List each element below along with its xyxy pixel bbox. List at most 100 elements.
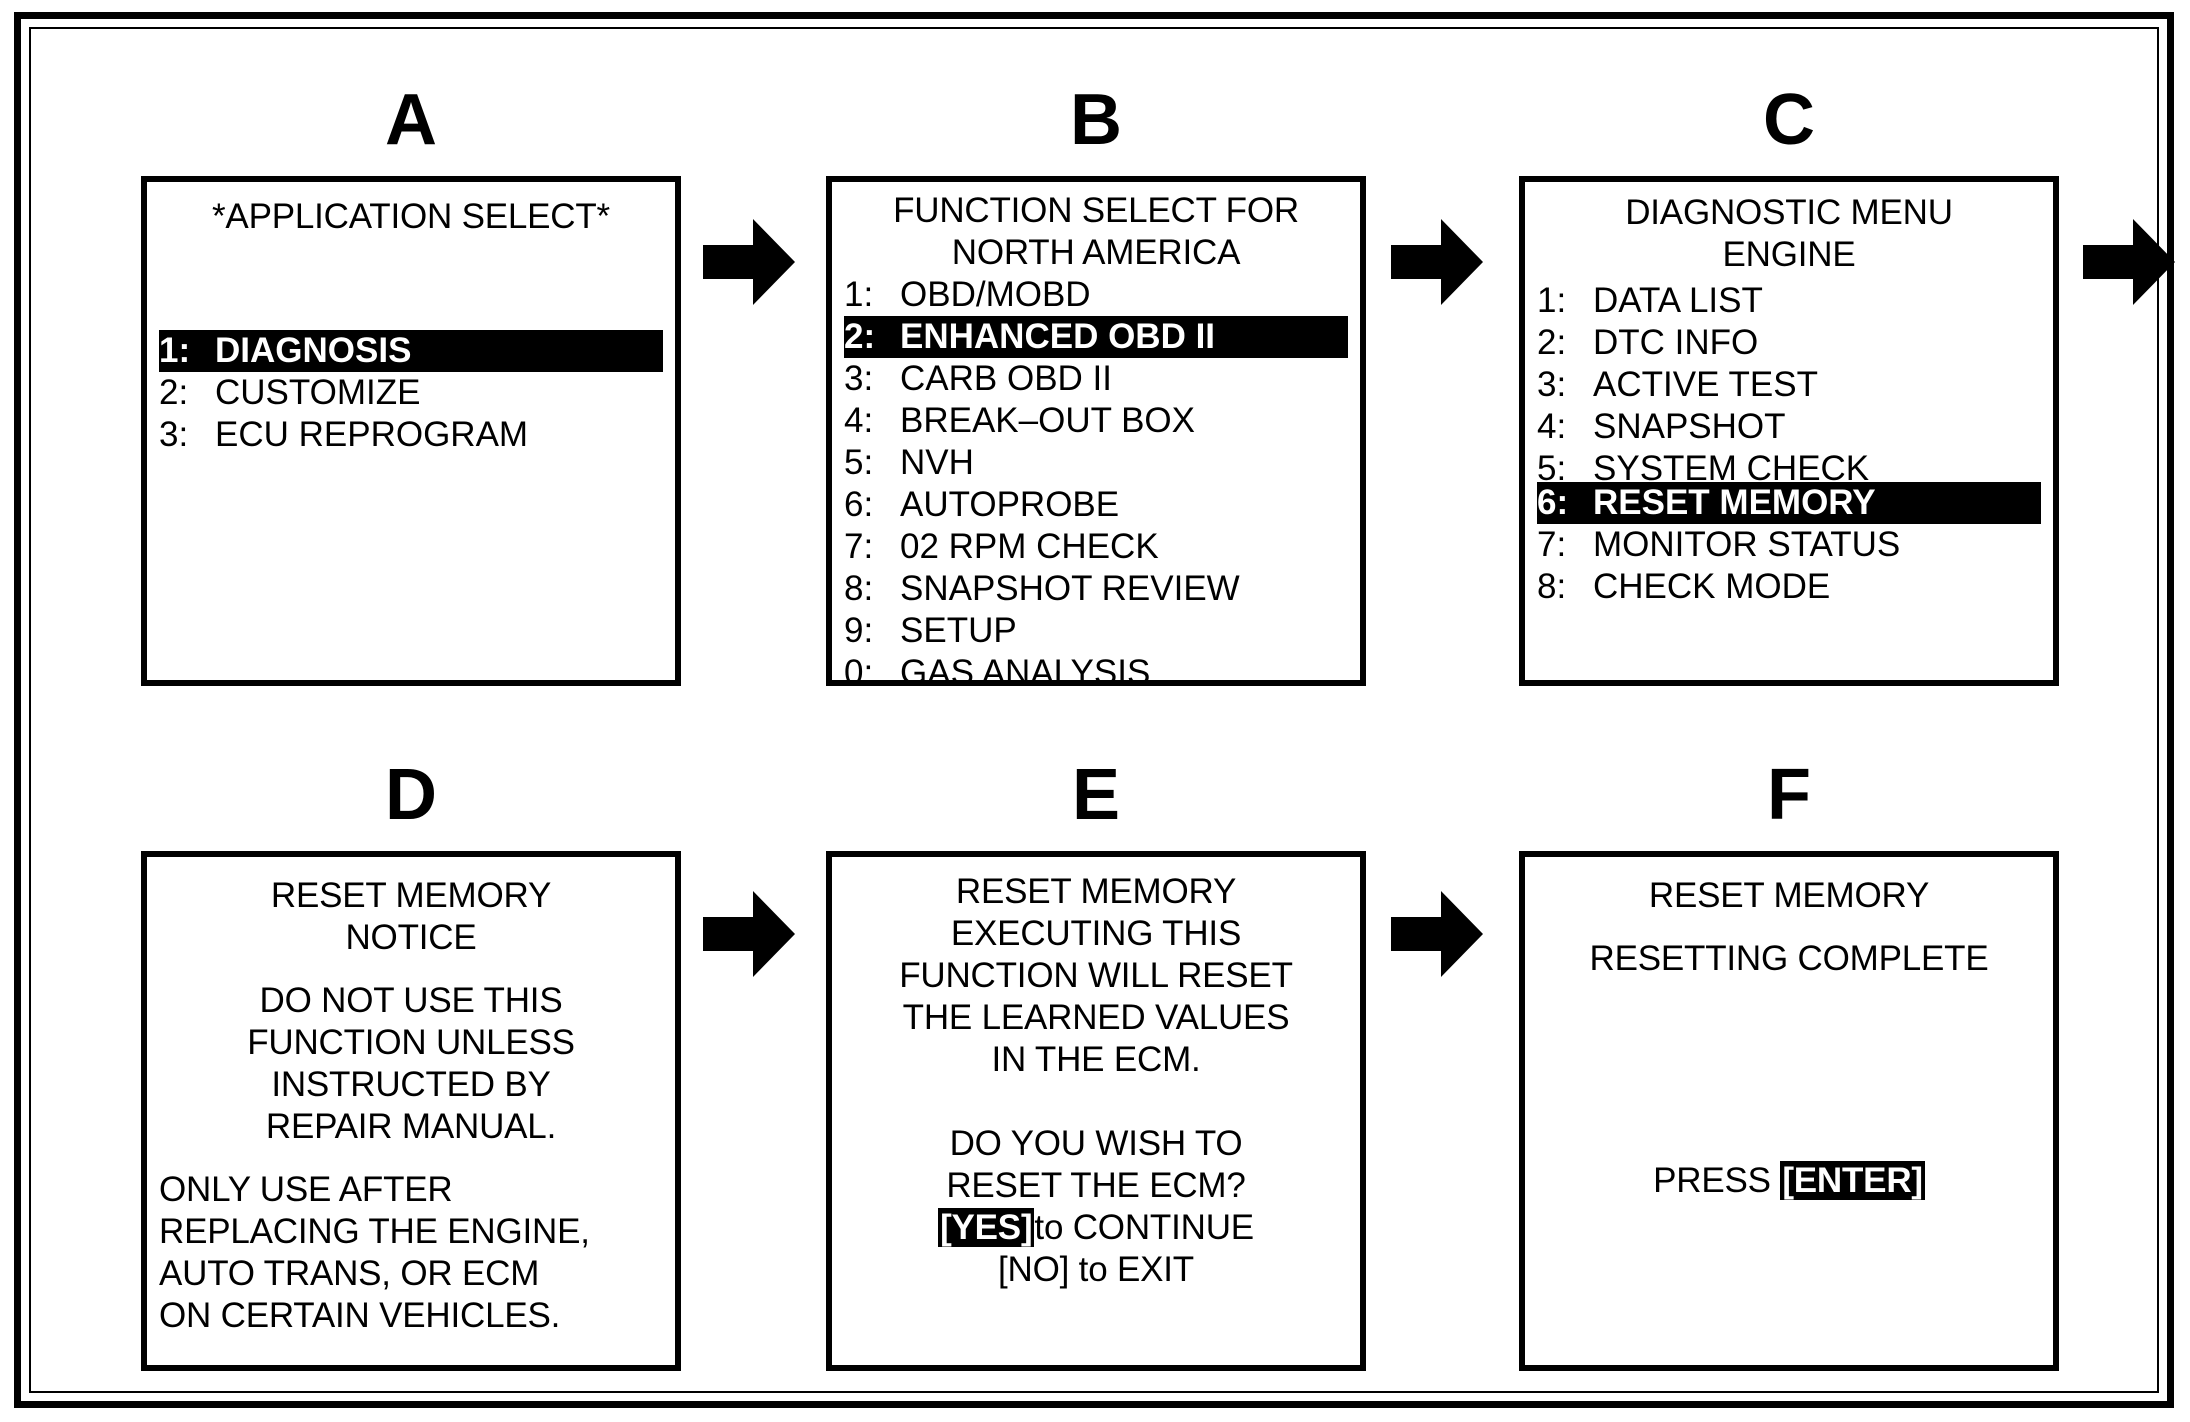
menu-item-label: GAS ANALYSIS [900,653,1151,686]
panel-label-b: B [1070,80,1122,160]
spacer [1537,917,2041,938]
screen-b-title-line-2: NORTH AMERICA [951,233,1241,272]
menu-item-carb-obd-ii[interactable]: 3: CARB OBD II [844,358,1348,400]
menu-item-enhanced-obd-ii[interactable]: 2:ENHANCED OBD II [844,316,1348,358]
panel-label-c: C [1763,80,1815,160]
menu-item-nvh[interactable]: 5:NVH [844,442,1348,484]
menu-item-label: 02 RPM CHECK [900,527,1159,566]
screen-e-no-row[interactable]: [NO] to EXIT [998,1250,1194,1289]
screen-b: FUNCTION SELECT FOR NORTH AMERICA 1:OBD/… [826,176,1366,686]
menu-item-label: CUSTOMIZE [215,373,421,412]
menu-item-number: 1: [844,275,874,314]
menu-item-ecu-reprogram[interactable]: 3: ECU REPROGRAM [159,414,663,456]
spacer [1537,1106,2041,1148]
screen-c-menu: 1: DATA LIST 2: DTC INFO 3:ACTIVE TEST 4:S… [1537,280,2041,608]
arrow-right-icon [2083,219,2175,305]
menu-item-dtc-info[interactable]: 2: DTC INFO [1537,322,2041,364]
panel-label-a: A [385,80,437,160]
screen-e-body-line-4: IN THE ECM. [991,1040,1201,1079]
menu-item-label: CARB OBD II [900,359,1112,398]
screen-d-body-line-4: REPAIR MANUAL. [265,1107,557,1146]
spacer [844,1081,1348,1123]
screen-f: RESET MEMORY RESETTING COMPLETE PRESS [E… [1519,851,2059,1371]
menu-item-data-list[interactable]: 1: DATA LIST [1537,280,2041,322]
panel-label-d: D [385,755,437,835]
menu-item-break-out-box[interactable]: 4:BREAK–OUT BOX [844,400,1348,442]
panel-label-f: F [1767,755,1811,835]
screen-d: RESET MEMORY NOTICE DO NOT USE THIS FUNC… [141,851,681,1371]
menu-item-autoprobe[interactable]: 6:AUTOPROBE [844,484,1348,526]
screen-e-body-line-3: THE LEARNED VALUES [902,998,1290,1037]
menu-item-number: 3: [159,415,189,454]
menu-item-number: 9: [844,611,874,650]
menu-item-reset-memory[interactable]: 6: RESET MEMORY [1537,482,2041,524]
screen-d-body-line-7: REPLACING THE ENGINE, [159,1212,590,1251]
screen-d-body-line-3: INSTRUCTED BY [271,1065,551,1104]
yes-key-button[interactable]: [YES] [938,1208,1035,1247]
menu-item-label: SETUP [900,611,1017,650]
spacer [1537,1022,2041,1064]
menu-item-number: 3: [1537,365,1567,404]
screen-f-body-line-1: RESETTING COMPLETE [1589,939,1989,978]
screen-a: *APPLICATION SELECT* 1:DIAGNOSIS 2:CUSTO… [141,176,681,686]
spacer [159,959,663,980]
screen-c-title-line-2: ENGINE [1722,235,1856,274]
menu-item-number: 6: [1537,483,1569,522]
menu-item-label: SNAPSHOT [1593,407,1786,446]
screen-e-body-line-1: EXECUTING THIS [950,914,1242,953]
screen-e: RESET MEMORY EXECUTING THIS FUNCTION WIL… [826,851,1366,1371]
menu-item-snapshot[interactable]: 4:SNAPSHOT [1537,406,2041,448]
menu-item-diagnosis[interactable]: 1:DIAGNOSIS [159,330,663,372]
menu-item-number: 2: [844,317,876,356]
panel-f: F RESET MEMORY RESETTING COMPLETE PRESS … [1519,755,2059,1371]
menu-item-number: 2: [1537,323,1567,362]
screen-e-body-line-2: FUNCTION WILL RESET [899,956,1293,995]
screen-d-body-line-6: ONLY USE AFTER [159,1170,453,1209]
screen-d-title-line-1: RESET MEMORY [270,876,552,915]
panel-d: D RESET MEMORY NOTICE DO NOT USE THIS FU… [141,755,681,1371]
panel-label-e: E [1071,755,1121,835]
spacer [1537,1148,2041,1160]
menu-item-number: 1: [1537,281,1567,320]
screen-d-body-line-1: DO NOT USE THIS [259,981,563,1020]
menu-item-02-rpm-check[interactable]: 7: 02 RPM CHECK [844,526,1348,568]
spacer [159,1148,663,1169]
menu-item-check-mode[interactable]: 8:CHECK MODE [1537,566,2041,608]
screen-c: DIAGNOSTIC MENU ENGINE 1: DATA LIST 2: DTC… [1519,176,2059,686]
panel-e: E RESET MEMORY EXECUTING THIS FUNCTION W… [826,755,1366,1371]
menu-item-label: RESET MEMORY [1593,483,1876,522]
screen-a-title-line-1: *APPLICATION SELECT* [212,197,610,236]
menu-item-label: DTC INFO [1593,323,1759,362]
menu-item-gas-analysis[interactable]: 0:GAS ANALYSIS [844,652,1348,686]
screen-e-yes-row: [YES]to CONTINUE [844,1207,1348,1249]
menu-item-system-check[interactable]: 5:SYSTEM CHECK [1537,448,2041,490]
press-label: PRESS [1653,1161,1771,1200]
screen-b-menu: 1:OBD/MOBD 2:ENHANCED OBD II 3: CARB OBD … [844,274,1348,686]
menu-item-snapshot-review[interactable]: 8:SNAPSHOT REVIEW [844,568,1348,610]
menu-item-number: 5: [1537,449,1567,488]
menu-item-number: 4: [844,401,874,440]
menu-item-customize[interactable]: 2:CUSTOMIZE [159,372,663,414]
menu-item-obd-mobd[interactable]: 1:OBD/MOBD [844,274,1348,316]
menu-item-number: 7: [844,527,874,566]
screen-e-body-line-7: RESET THE ECM? [946,1166,1246,1205]
screen-a-menu: 1:DIAGNOSIS 2:CUSTOMIZE 3: ECU REPROGRAM [159,330,663,456]
menu-item-monitor-status[interactable]: 7:MONITOR STATUS [1537,524,2041,566]
menu-item-label: MONITOR STATUS [1593,525,1901,564]
menu-item-number: 8: [1537,567,1567,606]
enter-key-button[interactable]: [ENTER] [1780,1161,1925,1200]
screen-d-body-line-2: FUNCTION UNLESS [247,1023,575,1062]
menu-item-number: 6: [844,485,874,524]
menu-item-label: DATA LIST [1593,281,1763,320]
screen-c-title-line-1: DIAGNOSTIC MENU [1625,193,1953,232]
menu-item-label: ECU REPROGRAM [215,415,529,454]
panel-b: B FUNCTION SELECT FOR NORTH AMERICA 1:OB… [826,80,1366,686]
menu-item-number: 8: [844,569,874,608]
screen-f-title-line-1: RESET MEMORY [1648,876,1930,915]
menu-item-number: 3: [844,359,874,398]
menu-item-active-test[interactable]: 3:ACTIVE TEST [1537,364,2041,406]
menu-item-setup[interactable]: 9: SETUP [844,610,1348,652]
menu-item-number: 1: [159,331,191,370]
screen-e-body-line-6: DO YOU WISH TO [949,1124,1243,1163]
yes-suffix-label: to CONTINUE [1034,1208,1254,1247]
